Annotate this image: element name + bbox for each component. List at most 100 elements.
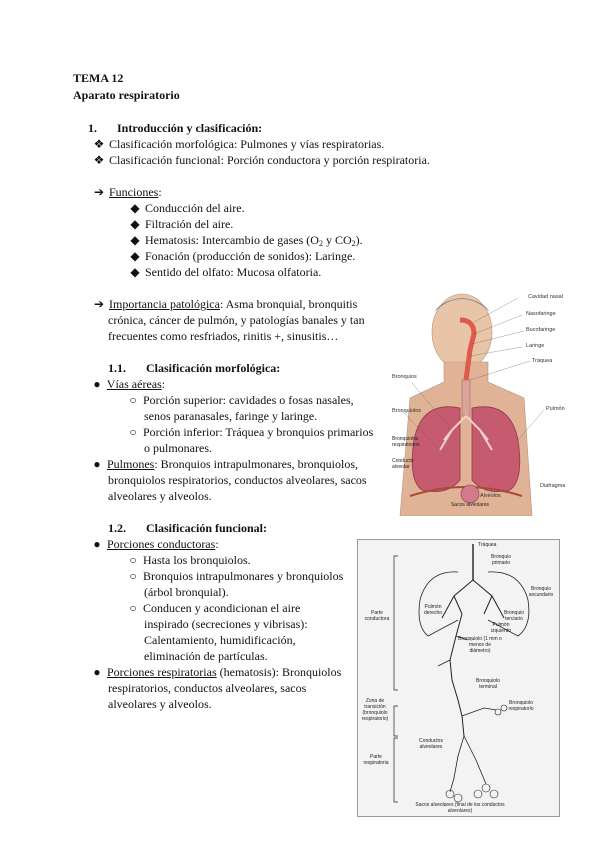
bronchial-tree-figure: Tráquea Bronquio primario Bronquio secun… <box>357 539 560 817</box>
funcion-item: ◆ Hematosis: Intercambio de gases (O2 y … <box>128 232 363 252</box>
bullet-morfologica: ❖ Clasificación morfológica: Pulmones y … <box>92 136 385 152</box>
section1-title: Introducción y clasificación: <box>117 121 263 135</box>
subscript: 2 <box>318 239 323 248</box>
conductoras-text: Conducen y acondicionan el aire <box>143 601 301 615</box>
fig1-label: Laringe <box>526 343 545 349</box>
funcion-text: Hematosis: Intercambio de gases (O <box>145 233 319 247</box>
fig1-label: Tráquea <box>532 358 553 364</box>
respiratorias-heading: ● Porciones respiratorias (hematosis): B… <box>90 664 341 680</box>
circle-bullet-icon: ○ <box>129 425 137 439</box>
fig1-label: Cavidad nasal <box>528 294 563 300</box>
colon: : <box>158 185 162 199</box>
respiratory-system-figure: Cavidad nasal Nasofaringe Bucofaringe La… <box>392 290 574 517</box>
pulmones-heading: ● Pulmones: Bronquios intrapulmonares, b… <box>90 456 358 472</box>
funcion-item: ◆ Fonación (producción de sonidos): Lari… <box>128 248 355 264</box>
circle-bullet-icon: ○ <box>129 393 137 407</box>
dot-bullet-icon: ● <box>93 457 101 471</box>
funciones-label: Funciones <box>109 185 159 199</box>
funciones-heading: ➔ Funciones: <box>92 184 162 200</box>
conductoras-text: Bronquios intrapulmonares y bronquiolos <box>143 569 344 583</box>
dot-bullet-icon: ● <box>93 537 101 551</box>
fig2-label: Pulmón izquierdo <box>490 622 512 634</box>
colon: : <box>215 537 219 551</box>
fig2-label: Tráquea <box>478 542 497 548</box>
fig2-label: Bronquiolo (1 mm o menos de diámetro) <box>458 636 502 654</box>
fig1-label: Bronquios <box>392 374 417 380</box>
respiratorias-label: Porciones respiratorias <box>107 665 217 679</box>
funcion-item: ◆ Conducción del aire. <box>128 200 245 216</box>
vias-item-cont: o pulmonares. <box>144 441 212 455</box>
diamond-bullet-icon: ◆ <box>130 217 140 231</box>
fig1-label: Bronquiolos respiratorios <box>392 436 420 448</box>
importancia-text: : Asma bronquial, bronquitis <box>219 297 358 311</box>
conductoras-text: Hasta los bronquiolos. <box>143 553 251 567</box>
circle-bullet-icon: ○ <box>129 569 137 583</box>
diamond-star-bullet-icon: ❖ <box>93 153 105 167</box>
diamond-bullet-icon: ◆ <box>130 265 140 279</box>
sub12-number: 1.2. <box>108 521 126 535</box>
importancia-line2: crónica, cáncer de pulmón, y patologías … <box>108 313 365 327</box>
sub12-heading: 1.2. Clasificación funcional: <box>108 520 267 536</box>
pulmones-text: : Bronquios intrapulmonares, bronquiolos… <box>154 457 358 471</box>
fig1-label: Sacos alveolares <box>450 502 490 508</box>
vias-label: Vías aéreas <box>106 377 162 391</box>
respiratory-illustration <box>399 293 545 517</box>
conductoras-item: ○ Bronquios intrapulmonares y bronquiolo… <box>126 568 343 584</box>
diamond-bullet-icon: ◆ <box>130 201 140 215</box>
pulmones-line: bronquiolos respiratorios, conductos alv… <box>108 473 367 487</box>
importancia-line3: frecuentes como resfriados, rinitis +, s… <box>108 329 339 343</box>
dot-bullet-icon: ● <box>93 665 101 679</box>
fig2-label: Parte respiratoria <box>363 754 389 766</box>
fig2-label: Bronquio secundario <box>528 586 554 598</box>
bullet-text: Clasificación morfológica: Pulmones y ví… <box>109 137 385 151</box>
funcion-item: ◆ Filtración del aire. <box>128 216 233 232</box>
fig2-label: Bronquio primario <box>490 554 511 566</box>
funcion-text: ). <box>355 233 363 247</box>
funcion-item: ◆ Sentido del olfato: Mucosa olfatoria. <box>128 264 321 280</box>
vias-item: ○ Porción superior: cavidades o fosas na… <box>126 392 354 408</box>
circle-bullet-icon: ○ <box>129 553 137 567</box>
diamond-bullet-icon: ◆ <box>130 233 140 247</box>
funcion-text: Fonación (producción de sonidos): Laring… <box>145 249 356 263</box>
vias-heading: ● Vías aéreas: <box>90 376 165 392</box>
doc-subtitle: Aparato respiratorio <box>73 88 180 102</box>
fig2-label: Parte conductora <box>364 610 390 622</box>
section1-number: 1. <box>88 121 97 135</box>
fig2-label: Pulmón derecho <box>423 604 443 616</box>
vias-text: Porción inferior: Tráquea y bronquios pr… <box>143 425 374 439</box>
conductoras-heading: ● Porciones conductoras: <box>90 536 219 552</box>
funcion-text: Conducción del aire. <box>145 201 245 215</box>
importancia-label: Importancia patológica <box>109 297 220 311</box>
fig1-label: Bronquiolos <box>392 408 422 414</box>
fig1-label: Pulmón <box>546 406 565 412</box>
circle-bullet-icon: ○ <box>129 601 137 615</box>
funcion-text: Sentido del olfato: Mucosa olfatoria. <box>145 265 322 279</box>
conductoras-cont: inspirado (secreciones y vibrisas): <box>144 617 308 631</box>
funcion-text: Filtración del aire. <box>145 217 234 231</box>
sub11-heading: 1.1. Clasificación morfológica: <box>108 360 280 376</box>
conductoras-item: ○ Hasta los bronquiolos. <box>126 552 251 568</box>
fig1-label: Conducto alveolar <box>392 458 414 470</box>
fig2-label: Bronquiolo terminal <box>476 678 500 690</box>
fig2-label: Bronquiolo respiratorio <box>508 700 534 712</box>
doc-title: TEMA 12 <box>73 71 124 85</box>
vias-text: Porción superior: cavidades o fosas nasa… <box>143 393 354 407</box>
conductoras-item: ○ Conducen y acondicionan el aire <box>126 600 300 616</box>
fig1-label: Alvéolos <box>480 493 501 499</box>
bullet-funcional: ❖ Clasificación funcional: Porción condu… <box>92 152 430 168</box>
dot-bullet-icon: ● <box>93 377 101 391</box>
fig2-label: Conductos alveolares <box>419 738 443 750</box>
fig2-label: Sacos alveolares (final de los conductos… <box>415 802 505 814</box>
diamond-bullet-icon: ◆ <box>130 249 140 263</box>
pulmones-label: Pulmones <box>107 457 155 471</box>
conductoras-cont: (árbol bronquial). <box>144 585 229 599</box>
fig1-label: Diafragma <box>540 483 566 489</box>
respiratorias-line: respiratorios, conductos alveolares, sac… <box>108 681 307 695</box>
bullet-text: Clasificación funcional: Porción conduct… <box>109 153 430 167</box>
respiratorias-text: (hematosis): Bronquiolos <box>216 665 342 679</box>
conductoras-cont: eliminación de partículas. <box>144 649 268 663</box>
vias-item-cont: senos paranasales, faringe y laringe. <box>144 409 318 423</box>
fig2-label: Zona de transición (bronquiolo respirato… <box>361 698 389 722</box>
diamond-star-bullet-icon: ❖ <box>93 137 105 151</box>
arrow-bullet-icon: ➔ <box>93 185 105 199</box>
